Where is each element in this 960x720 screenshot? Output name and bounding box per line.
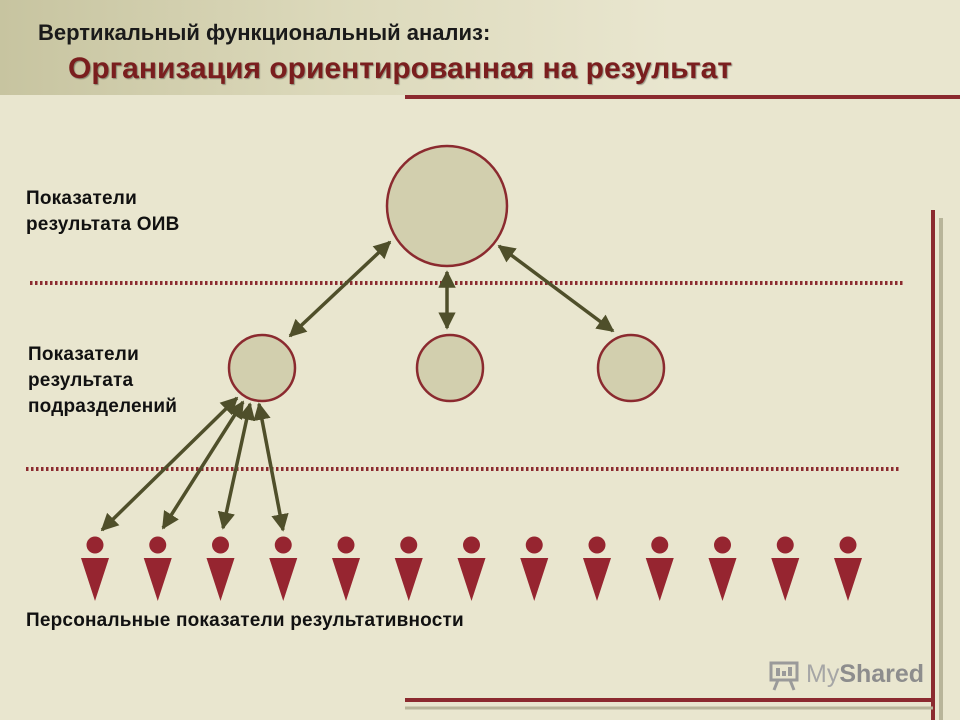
person-icon (583, 536, 611, 601)
label-personal-results: Персональные показатели результативности (26, 610, 464, 631)
person-icon (394, 536, 423, 601)
person-icon (834, 536, 862, 601)
person-icon (771, 536, 800, 601)
presentation-board-icon (769, 661, 799, 691)
person-icon (269, 536, 298, 601)
arrow-unit-person-2 (161, 400, 245, 530)
label-unit-results: Показатели результата подразделений (28, 344, 178, 417)
right-frame (931, 210, 943, 720)
arrow-unit-person-4 (253, 402, 289, 532)
node-unit-2 (415, 333, 485, 403)
person-icon (708, 536, 737, 601)
header-band (0, 0, 960, 95)
person-icon (520, 536, 549, 601)
bottom-frame (405, 698, 933, 710)
node-unit-1 (227, 333, 297, 403)
arrow-unit-person-3 (217, 402, 256, 530)
person-icon (645, 536, 674, 601)
person-icon (81, 536, 109, 601)
label-oiv-results: Показатели результата ОИВ (26, 188, 180, 235)
person-icon (457, 536, 486, 601)
myshared-logo: MyShared (768, 660, 928, 692)
person-icon (332, 536, 360, 601)
slide-subtitle: Организация ориентированная на результат (68, 52, 733, 85)
node-unit-3 (596, 333, 666, 403)
person-icon (143, 536, 172, 601)
slide-title: Вертикальный функциональный анализ: (38, 20, 491, 45)
logo-wordmark: MyShared (806, 660, 925, 688)
arrow-oiv-unit-1 (288, 240, 392, 338)
person-icon (206, 536, 235, 601)
node-oiv (385, 144, 509, 268)
persons-row (81, 536, 862, 601)
arrow-oiv-unit-3 (497, 244, 615, 333)
